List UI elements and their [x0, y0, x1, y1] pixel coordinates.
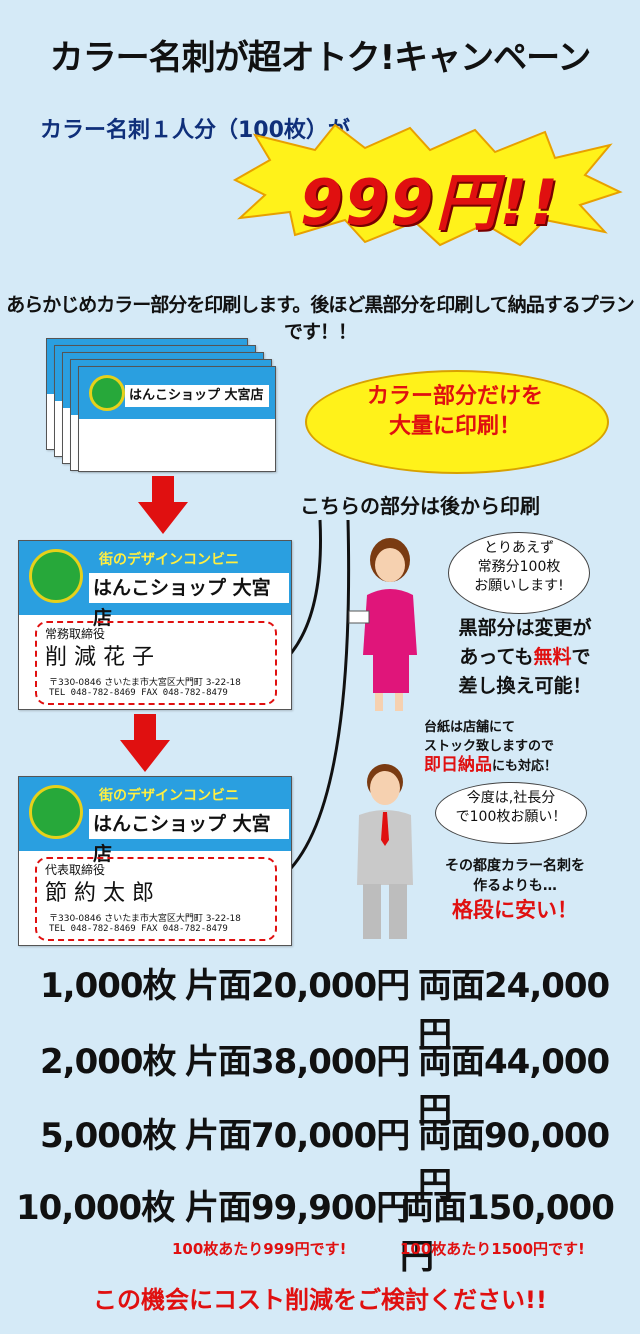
price-qty: 10,000枚 [16, 1188, 175, 1228]
card-job-title: 代表取締役 [45, 863, 106, 877]
business-card-1: 街のデザインコンビニ はんこショップ 大宮店 常務取締役 削 減 花 子 〒33… [18, 540, 292, 710]
price-single: 片面20,000円 [185, 966, 410, 1006]
price-single: 片面99,900円 [185, 1188, 410, 1228]
card-tagline: 街のデザインコンビニ [99, 552, 239, 568]
cheap-note: その都度カラー名刺を 作るよりも… 格段に安い！ [445, 858, 585, 922]
card-contact: TEL 048-782-8469 FAX 048-782-8479 [49, 688, 228, 698]
price-double: 両面90,000円 [418, 1116, 610, 1205]
subtitle: カラー名刺１人分（100枚）が [40, 118, 350, 143]
callout-text: カラー部分だけを 大量に印刷！ [366, 384, 543, 439]
card-person-name: 節 約 太 郎 [45, 881, 154, 906]
price-qty: 5,000枚 [40, 1116, 177, 1156]
card-tagline: 街のデザインコンビニ [99, 788, 239, 804]
card-contact: TEL 048-782-8469 FAX 048-782-8479 [49, 924, 228, 934]
clover-logo-icon [29, 785, 83, 839]
shop-name: はんこショップ 大宮店 [93, 577, 271, 629]
card-address: 〒330-0846 さいたま市大宮区大門町 3-22-18 [49, 914, 241, 924]
page-title: カラー名刺が超オトク!キャンペーン [49, 38, 592, 78]
clover-logo-icon [29, 549, 83, 603]
plan-description: あらかじめカラー部分を印刷します。後ほど黒部分を印刷して納品するプランです！！ [6, 294, 635, 343]
price-single: 片面70,000円 [185, 1116, 410, 1156]
per100-double: 100枚あたり1500円です! [400, 1240, 585, 1258]
down-arrow-icon [120, 714, 170, 772]
woman-speech-bubble: とりあえず常務分100枚お願いします! [448, 532, 590, 614]
down-arrow-icon [138, 476, 188, 534]
blank-card-front: はんこショップ 大宮店 [78, 366, 276, 472]
closing-message: この機会にコスト削減をご検討ください!! [93, 1286, 547, 1314]
print-later-label: こちらの部分は後から印刷 [300, 494, 540, 518]
clover-logo-icon [89, 375, 125, 411]
price-highlight: 999円!! [300, 166, 560, 239]
card-address: 〒330-0846 さいたま市大宮区大門町 3-22-18 [49, 678, 241, 688]
per100-single: 100枚あたり999円です! [172, 1240, 347, 1258]
later-print-area [35, 621, 277, 705]
price-single: 片面38,000円 [185, 1042, 410, 1082]
price-double: 両面24,000円 [418, 966, 610, 1055]
business-card-2: 街のデザインコンビニ はんこショップ 大宮店 代表取締役 節 約 太 郎 〒33… [18, 776, 292, 946]
shop-name: はんこショップ 大宮店 [93, 813, 271, 865]
later-print-area [35, 857, 277, 941]
callout-oval [305, 370, 609, 474]
businesswoman-icon [348, 538, 417, 711]
man-speech-bubble: 今度は,社長分で100枚お願い！ [435, 782, 587, 844]
price-double: 両面150,000円 [400, 1188, 615, 1277]
price-qty: 1,000枚 [40, 966, 177, 1006]
price-double: 両面44,000円 [418, 1042, 610, 1131]
shop-name: はんこショップ 大宮店 [129, 388, 264, 403]
black-part-note: 黒部分は変更が あっても無料で 差し換え可能！ [458, 617, 592, 697]
price-qty: 2,000枚 [40, 1042, 177, 1082]
card-job-title: 常務取締役 [45, 627, 106, 641]
businessman-icon [357, 764, 413, 939]
card-person-name: 削 減 花 子 [45, 645, 154, 670]
burst-icon [232, 123, 623, 247]
stock-note: 台紙は店舗にて ストック致しますので 即日納品にも対応！ [424, 720, 558, 775]
